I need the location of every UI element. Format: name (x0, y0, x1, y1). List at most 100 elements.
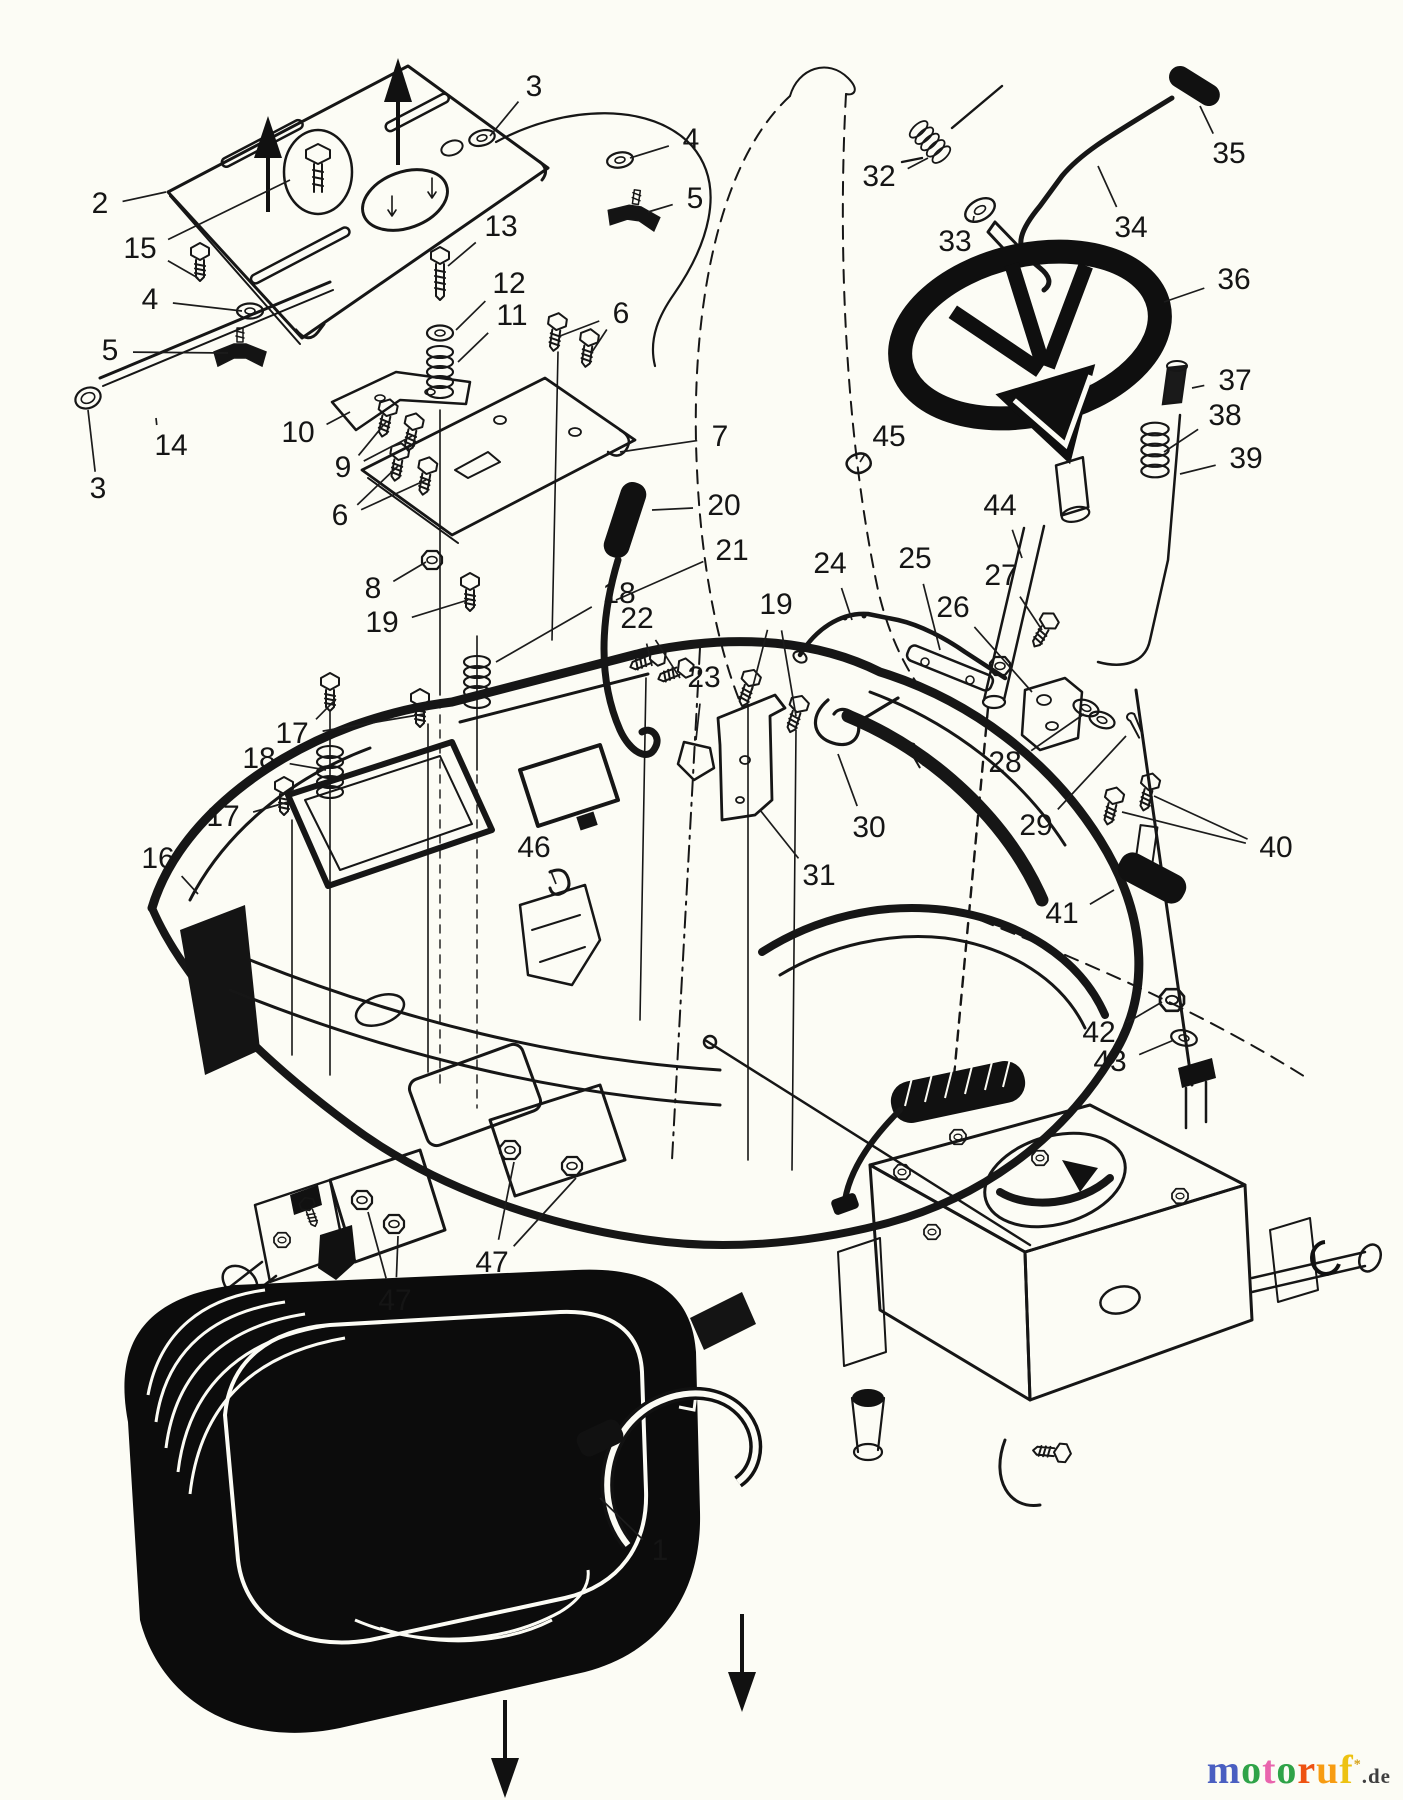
callout-label-9: 9 (335, 451, 352, 484)
leader-line-23 (695, 703, 701, 741)
callout-label-3: 3 (526, 70, 543, 103)
callout-label-5: 5 (102, 334, 119, 367)
leader-line-47 (395, 1235, 399, 1278)
leader-line-19 (411, 599, 469, 619)
transaxle (837, 1058, 1383, 1508)
leader-line-5 (132, 351, 229, 354)
leader-line-17 (252, 801, 289, 813)
callout-label-2: 2 (92, 187, 109, 220)
callout-label-28: 28 (988, 746, 1021, 779)
callout-label-11: 11 (496, 299, 527, 332)
plate-up-arrows (254, 58, 412, 212)
leader-line-6 (591, 329, 608, 353)
leader-line-18 (495, 606, 593, 663)
callout-label-46: 46 (517, 831, 550, 864)
callout-label-27: 27 (984, 559, 1017, 592)
leader-line-34 (1097, 165, 1118, 208)
callout-label-33: 33 (938, 225, 971, 258)
callout-label-39: 39 (1229, 442, 1262, 475)
callout-label-43: 43 (1093, 1045, 1126, 1078)
leader-line-39 (1179, 464, 1216, 475)
leader-line-46 (549, 869, 557, 885)
leader-line-26 (973, 626, 1033, 693)
callout-label-34: 34 (1114, 211, 1147, 244)
leader-line-28 (1030, 713, 1085, 752)
leader-line-47 (513, 1177, 577, 1247)
leader-line-4 (172, 302, 243, 312)
lower-steering-column (1097, 688, 1200, 1087)
leader-line-30 (837, 753, 858, 807)
callout-label-35: 35 (1212, 137, 1245, 170)
callout-label-45: 45 (872, 420, 905, 453)
logo-letter: t (1262, 1747, 1277, 1792)
brake-pedal (831, 1050, 1026, 1215)
logo-mark: * (1353, 1757, 1362, 1773)
callout-label-3: 3 (90, 472, 107, 505)
leader-line-22 (645, 643, 653, 667)
leader-line-47 (367, 1211, 387, 1279)
callout-label-47: 47 (378, 1284, 411, 1317)
callout-label-5: 5 (687, 182, 704, 215)
leader-line-31 (759, 809, 800, 859)
callout-label-7: 7 (712, 420, 729, 453)
callout-label-19: 19 (759, 588, 792, 621)
leader-line-21 (615, 560, 704, 601)
latch-clip (518, 868, 602, 987)
callout-label-25: 25 (898, 542, 931, 575)
leader-line-7 (619, 439, 698, 453)
leader-line-35 (1199, 105, 1214, 135)
shift-lever (600, 482, 661, 758)
rod-end-bolt (74, 386, 102, 410)
callout-label-22: 22 (620, 602, 653, 635)
callout-label-4: 4 (683, 123, 700, 156)
leader-line-32 (907, 157, 929, 170)
support-bracket-and-screws (330, 246, 601, 498)
logo-letter: r (1297, 1747, 1317, 1792)
leader-line-6 (356, 465, 399, 506)
leader-line-33 (972, 215, 975, 223)
callout-label-16: 16 (141, 842, 174, 875)
leader-line-9 (363, 435, 413, 462)
leader-line-11 (457, 332, 489, 363)
leader-line-9 (357, 421, 387, 456)
leader-line-22 (654, 639, 681, 679)
leader-line-2 (122, 191, 167, 203)
seat-pan (124, 1269, 701, 1733)
callout-label-14: 14 (154, 429, 187, 462)
leader-line-10 (326, 411, 351, 426)
leader-line-1 (599, 1497, 644, 1541)
leader-line-20 (651, 507, 694, 511)
leader-line-38 (1163, 428, 1199, 453)
callout-label-12: 12 (492, 267, 525, 300)
logo-domain-suffix: .de (1361, 1764, 1391, 1788)
leader-line-15 (167, 179, 291, 241)
logo-letter: m (1206, 1747, 1242, 1792)
leader-line-17 (322, 713, 425, 732)
callout-label-21: 21 (715, 534, 748, 567)
seat-down-arrows (491, 1614, 756, 1798)
logo-letter: f (1339, 1747, 1354, 1792)
callout-label-17: 17 (206, 800, 239, 833)
leader-line-29 (1057, 735, 1127, 810)
callout-label-10: 10 (281, 416, 314, 449)
callout-label-44: 44 (983, 489, 1016, 522)
callout-label-29: 29 (1019, 809, 1052, 842)
leader-line-40 (1121, 811, 1247, 845)
callout-label-42: 42 (1082, 1016, 1115, 1049)
deck-plate (360, 376, 637, 571)
callout-label-19: 19 (365, 606, 398, 639)
logo-letter: o (1241, 1747, 1263, 1792)
logo-letter: u (1316, 1747, 1340, 1792)
leader-line-24 (840, 587, 853, 621)
leader-line-47 (497, 1161, 515, 1240)
linkage-assembly (676, 608, 1151, 822)
leader-line-12 (455, 300, 486, 331)
leader-line-8 (392, 561, 427, 583)
leader-line-6 (559, 320, 600, 337)
frame-side-panel (180, 905, 260, 1075)
leader-line-40 (1153, 795, 1248, 840)
callout-label-30: 30 (852, 811, 885, 844)
callout-leader-lines (87, 101, 1248, 1541)
